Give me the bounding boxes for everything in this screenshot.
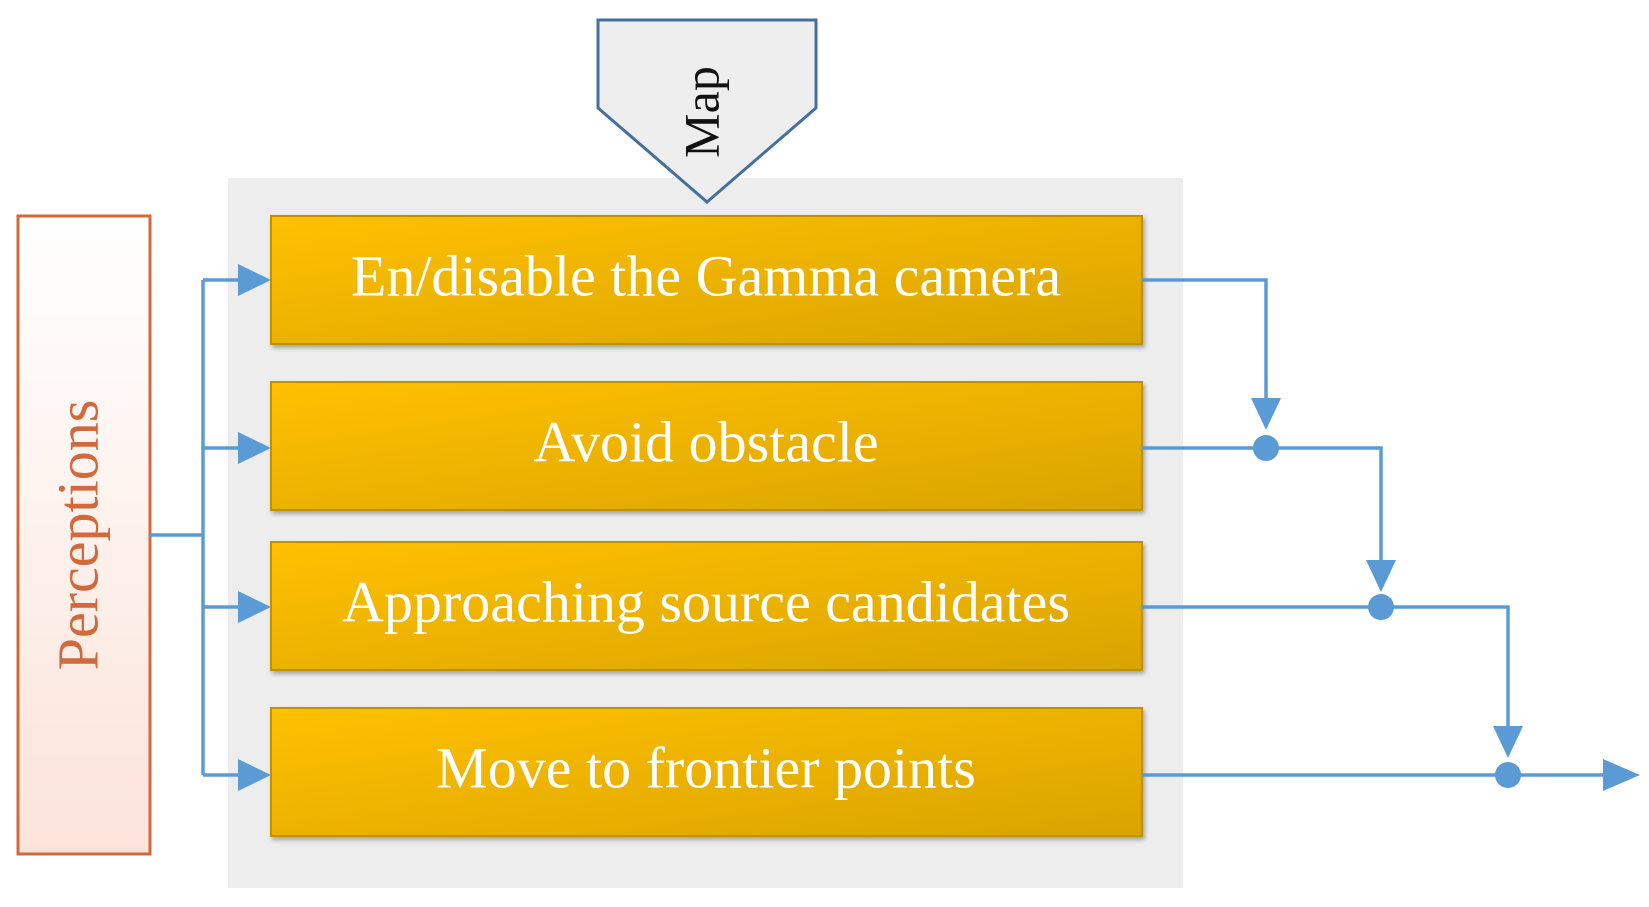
arrow-head-input-4: [238, 759, 271, 791]
behavior-label-approach: Approaching source candidates: [342, 569, 1070, 634]
output-connectors: [1142, 278, 1640, 791]
junction-dot-1: [1253, 435, 1279, 461]
arrow-head-input-2: [238, 432, 271, 464]
input-connectors: [150, 264, 271, 791]
arrow-head-input-3: [238, 591, 271, 623]
map-label: Map: [673, 66, 729, 158]
perceptions-box: [16, 214, 152, 856]
arrow-head-output: [1603, 759, 1640, 791]
behavior-box-avoid: Avoid obstacle: [270, 381, 1143, 511]
behavior-label-avoid: Avoid obstacle: [533, 409, 878, 474]
behavior-label-gamma: En/disable the Gamma camera: [351, 243, 1061, 308]
behavior-label-frontier: Move to frontier points: [436, 735, 976, 800]
junction-dot-2: [1368, 594, 1394, 620]
arrow-head-down-2: [1366, 560, 1396, 592]
arrow-head-input-1: [238, 264, 271, 296]
behavior-box-frontier: Move to frontier points: [270, 707, 1143, 837]
behavior-box-approach: Approaching source candidates: [270, 541, 1143, 671]
arrow-head-down-3: [1493, 726, 1523, 758]
map-shape: [596, 18, 818, 204]
behavior-box-gamma: En/disable the Gamma camera: [270, 215, 1143, 345]
arrow-head-down-1: [1251, 398, 1281, 430]
junction-dot-3: [1495, 762, 1521, 788]
perceptions-label: Perceptions: [45, 400, 110, 671]
